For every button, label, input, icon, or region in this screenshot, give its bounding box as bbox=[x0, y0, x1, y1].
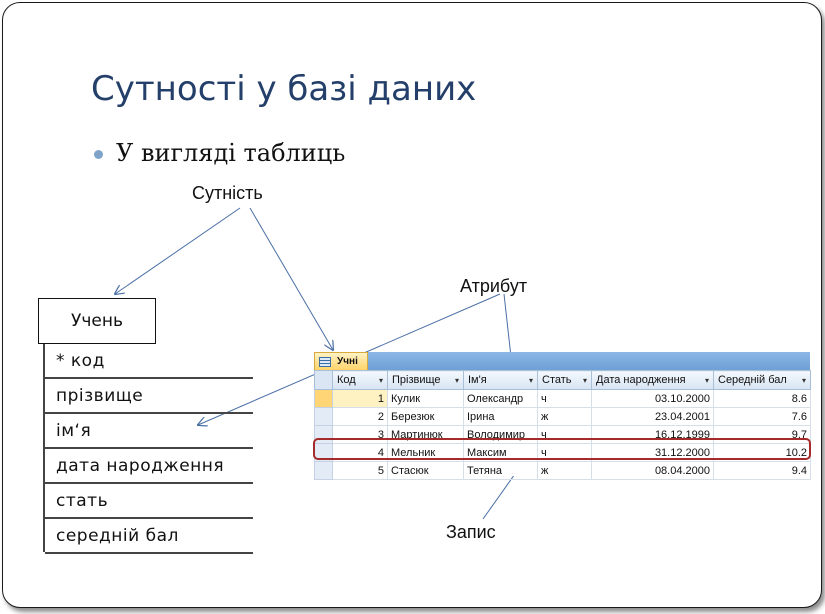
attribute-label: Атрибут bbox=[460, 276, 528, 296]
table-cell[interactable]: 8.6 bbox=[713, 389, 811, 408]
dropdown-arrow-icon[interactable]: ▾ bbox=[378, 376, 383, 385]
column-header-surname[interactable]: Прізвище▾ bbox=[387, 370, 464, 390]
datasheet-table: Учні Код▾ Прізвище▾ Ім'я▾ Стать▾ Дата на… bbox=[314, 352, 811, 480]
slide-title: Сутності у базі даних bbox=[91, 69, 477, 109]
table-tab-label: Учні bbox=[337, 356, 358, 367]
table-tab[interactable]: Учні bbox=[314, 352, 368, 370]
table-cell[interactable]: Стасюк bbox=[387, 461, 464, 480]
table-cell[interactable]: Олександр bbox=[463, 389, 538, 408]
table-tab-bar: Учні bbox=[314, 352, 810, 370]
bullet-text: У вигляді таблиць bbox=[116, 139, 346, 167]
table-cell[interactable]: ж bbox=[537, 407, 592, 426]
table-cell[interactable]: Кулик bbox=[387, 389, 464, 408]
table-row[interactable]: 2 Березюк Ірина ж 23.04.2001 7.6 bbox=[314, 407, 811, 426]
row-selector[interactable] bbox=[314, 389, 333, 408]
record-label: Запис bbox=[446, 522, 496, 542]
table-icon bbox=[319, 356, 331, 367]
entity-field-list: * код прізвище ім‘я дата народження стат… bbox=[43, 344, 253, 554]
table-cell[interactable]: 5 bbox=[332, 461, 388, 480]
table-cell[interactable]: Максим bbox=[463, 443, 538, 462]
table-cell[interactable]: 23.04.2001 bbox=[591, 407, 714, 426]
table-cell[interactable]: 31.12.2000 bbox=[591, 443, 714, 462]
table-cell[interactable]: Ірина bbox=[463, 407, 538, 426]
dropdown-arrow-icon[interactable]: ▾ bbox=[704, 376, 709, 385]
select-all-corner[interactable] bbox=[314, 370, 333, 390]
table-cell[interactable]: 2 bbox=[332, 407, 388, 426]
table-cell[interactable]: 03.10.2000 bbox=[591, 389, 714, 408]
dropdown-arrow-icon[interactable]: ▾ bbox=[454, 376, 459, 385]
dropdown-arrow-icon[interactable]: ▾ bbox=[801, 376, 806, 385]
table-row[interactable]: 1 Кулик Олександр ч 03.10.2000 8.6 bbox=[314, 389, 811, 408]
table-row[interactable]: 5 Стасюк Тетяна ж 08.04.2000 9.4 bbox=[314, 461, 811, 480]
row-selector[interactable] bbox=[314, 461, 333, 480]
entity-field: ім‘я bbox=[45, 414, 253, 449]
table-cell[interactable]: 1 bbox=[332, 389, 388, 408]
dropdown-arrow-icon[interactable]: ▾ bbox=[528, 376, 533, 385]
table-cell[interactable]: 9.4 bbox=[713, 461, 811, 480]
header-row: Код▾ Прізвище▾ Ім'я▾ Стать▾ Дата народже… bbox=[314, 370, 811, 390]
column-header-name[interactable]: Ім'я▾ bbox=[463, 370, 538, 390]
table-cell[interactable]: Тетяна bbox=[463, 461, 538, 480]
entity-field: прізвище bbox=[45, 379, 253, 414]
table-cell[interactable]: ч bbox=[537, 389, 592, 408]
row-selector[interactable] bbox=[314, 443, 333, 462]
column-header-birthdate[interactable]: Дата народження▾ bbox=[591, 370, 714, 390]
table-cell[interactable]: Березюк bbox=[387, 407, 464, 426]
dropdown-arrow-icon[interactable]: ▾ bbox=[582, 376, 587, 385]
record-highlight-frame bbox=[313, 438, 811, 460]
entity-name-box: Учень bbox=[38, 298, 156, 344]
entity-field: * код bbox=[45, 344, 253, 379]
row-selector[interactable] bbox=[314, 407, 333, 426]
column-header-gender[interactable]: Стать▾ bbox=[537, 370, 592, 390]
column-header-code[interactable]: Код▾ bbox=[332, 370, 388, 390]
entity-field: середній бал bbox=[45, 519, 253, 554]
column-header-average[interactable]: Середній бал▾ bbox=[713, 370, 811, 390]
datasheet-grid: Код▾ Прізвище▾ Ім'я▾ Стать▾ Дата народже… bbox=[314, 370, 811, 480]
entity-field: дата народження bbox=[45, 449, 253, 484]
table-cell[interactable]: ж bbox=[537, 461, 592, 480]
table-cell[interactable]: 08.04.2000 bbox=[591, 461, 714, 480]
bullet-dot-icon bbox=[94, 150, 103, 159]
entity-field: стать bbox=[45, 484, 253, 519]
table-cell[interactable]: 7.6 bbox=[713, 407, 811, 426]
entity-label: Сутність bbox=[192, 183, 263, 203]
